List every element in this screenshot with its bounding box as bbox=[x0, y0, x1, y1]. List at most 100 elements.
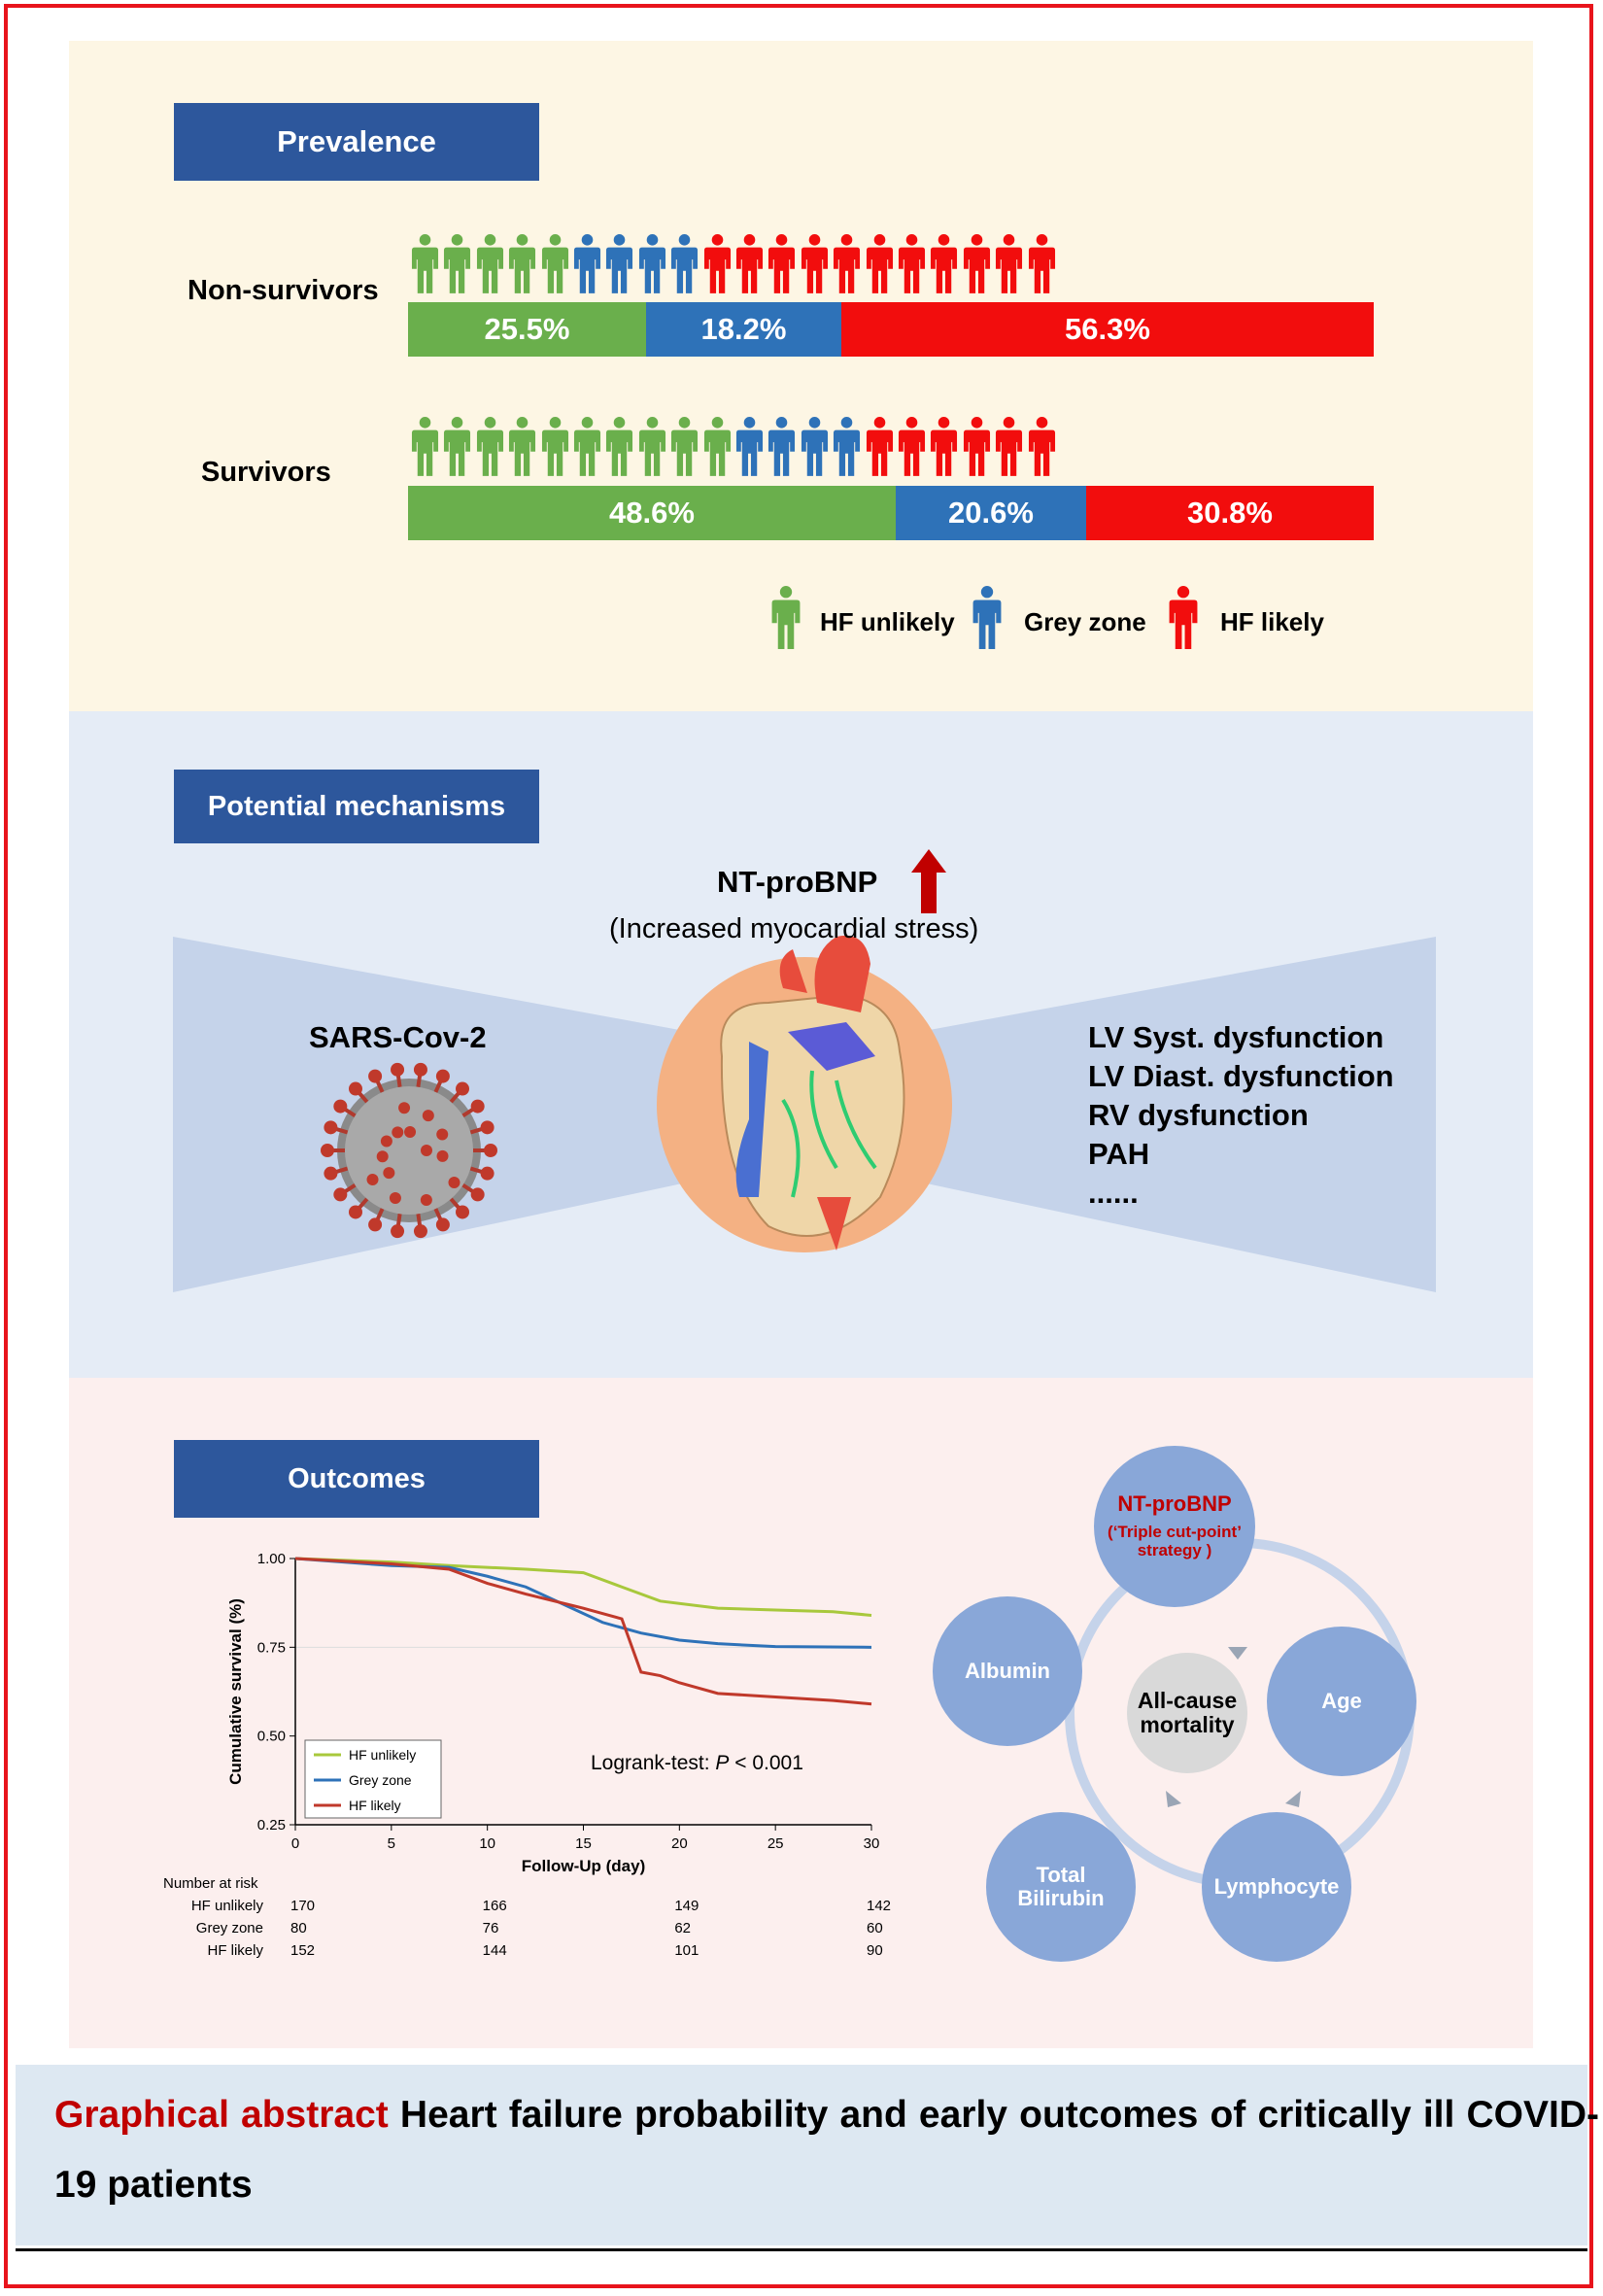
virus-spike-head bbox=[321, 1144, 334, 1157]
legend-label: HF unlikely bbox=[349, 1747, 416, 1763]
person-icon bbox=[638, 416, 666, 481]
risk-table-title: Number at risk bbox=[163, 1875, 258, 1892]
non-survivors-hf-likely-bar: 56.3% bbox=[841, 302, 1374, 357]
up-arrow-icon bbox=[911, 849, 946, 913]
risk-cell: 170 bbox=[290, 1898, 316, 1914]
risk-cell: 149 bbox=[674, 1898, 699, 1914]
virus-icon bbox=[337, 1079, 481, 1222]
x-tick-label: 25 bbox=[767, 1835, 784, 1852]
legend-grey-zone-label: Grey zone bbox=[1024, 607, 1146, 636]
person-icon bbox=[638, 233, 666, 298]
person-icon bbox=[573, 233, 601, 298]
nt-probnp-node-sub: (‘Triple cut-point’ strategy ) bbox=[1108, 1523, 1242, 1560]
person-icon bbox=[898, 233, 926, 298]
myocardial-stress-label: (Increased myocardial stress) bbox=[609, 913, 979, 944]
virus-spike-head bbox=[348, 1081, 362, 1096]
virus-surface-spot bbox=[420, 1193, 432, 1206]
virus-spikes bbox=[321, 1062, 497, 1239]
risk-cell: 101 bbox=[674, 1942, 699, 1959]
person-icon bbox=[605, 416, 633, 481]
outer-frame bbox=[4, 4, 1593, 2288]
person-icon bbox=[735, 416, 764, 481]
series-line bbox=[294, 1557, 872, 1617]
virus-spike-head bbox=[435, 1069, 450, 1083]
y-axis-label: Cumulative survival (%) bbox=[226, 1598, 245, 1785]
virus-surface-spot bbox=[392, 1126, 404, 1139]
virus-spike-head bbox=[368, 1069, 383, 1083]
survivors-hf-unlikely-bar: 48.6% bbox=[408, 486, 896, 540]
virus-surface-spot bbox=[448, 1176, 460, 1188]
risk-cell: 76 bbox=[482, 1920, 499, 1936]
y-tick-label: 0.75 bbox=[257, 1639, 286, 1656]
person-icon bbox=[898, 416, 926, 481]
person-icon bbox=[801, 233, 829, 298]
x-tick-label: 15 bbox=[575, 1835, 592, 1852]
logrank-value: < 0.001 bbox=[729, 1752, 803, 1774]
risk-cell: 90 bbox=[867, 1942, 883, 1959]
survivors-label: Survivors bbox=[201, 457, 331, 488]
y-tick-label: 0.50 bbox=[257, 1729, 286, 1745]
albumin-node: Albumin bbox=[933, 1596, 1082, 1746]
person-icon bbox=[670, 416, 699, 481]
person-icon bbox=[573, 416, 601, 481]
risk-cell: 80 bbox=[290, 1920, 307, 1936]
virus-surface-spot bbox=[366, 1173, 379, 1185]
x-axis-label: Follow-Up (day) bbox=[522, 1857, 645, 1875]
person-icon bbox=[411, 416, 439, 481]
virus-surface-spot bbox=[404, 1126, 417, 1139]
virus-surface-spot bbox=[436, 1128, 449, 1141]
virus-spike-head bbox=[391, 1062, 405, 1077]
person-icon bbox=[963, 416, 991, 481]
person-icon bbox=[930, 416, 958, 481]
legend-hf-unlikely-label: HF unlikely bbox=[820, 607, 955, 636]
nt-probnp-node: NT-proBNP (‘Triple cut-point’ strategy ) bbox=[1094, 1446, 1255, 1607]
person-icon bbox=[995, 233, 1023, 298]
risk-cell: 166 bbox=[482, 1898, 507, 1914]
person-icon bbox=[541, 233, 569, 298]
person-icon bbox=[767, 233, 796, 298]
virus-surface-spot bbox=[380, 1135, 392, 1148]
mechanism-item-4: PAH bbox=[1088, 1137, 1150, 1171]
risk-cell: 142 bbox=[867, 1898, 892, 1914]
virus-surface-spot bbox=[436, 1149, 449, 1162]
y-tick-label: 0.25 bbox=[257, 1817, 286, 1833]
person-icon bbox=[476, 416, 504, 481]
virus-spike-head bbox=[348, 1205, 362, 1219]
person-icon bbox=[930, 233, 958, 298]
virus-spike-head bbox=[413, 1062, 427, 1077]
person-icon bbox=[801, 416, 829, 481]
person-icon bbox=[833, 416, 861, 481]
person-icon bbox=[735, 233, 764, 298]
person-icon bbox=[1028, 416, 1056, 481]
survivors-hf-likely-bar: 30.8% bbox=[1086, 486, 1374, 540]
person-icon bbox=[866, 233, 894, 298]
risk-row-label: HF likely bbox=[207, 1942, 263, 1959]
virus-spike-head bbox=[456, 1081, 470, 1096]
virus-spike-head bbox=[413, 1224, 427, 1239]
mechanism-item-3: RV dysfunction bbox=[1088, 1098, 1309, 1132]
nt-probnp-node-label: NT-proBNP bbox=[1117, 1491, 1232, 1517]
non-survivors-label: Non-survivors bbox=[188, 275, 379, 306]
footer-caption: Graphical abstract Heart failure probabi… bbox=[16, 2065, 1599, 2245]
mechanisms-header: Potential mechanisms bbox=[174, 770, 539, 843]
risk-cell: 144 bbox=[482, 1942, 507, 1959]
virus-spike-head bbox=[333, 1099, 348, 1114]
age-node: Age bbox=[1267, 1627, 1416, 1776]
footer-title: Graphical abstract Heart failure probabi… bbox=[54, 2080, 1599, 2220]
legend-label: HF likely bbox=[349, 1798, 401, 1813]
logrank-annotation: Logrank-test: P < 0.001 bbox=[591, 1752, 803, 1775]
x-tick-label: 30 bbox=[864, 1835, 880, 1852]
virus-spike-head bbox=[480, 1166, 495, 1181]
lymphocyte-node: Lymphocyte bbox=[1202, 1812, 1351, 1962]
virus-spike-head bbox=[484, 1144, 497, 1157]
virus-surface-spot bbox=[422, 1110, 434, 1122]
non-survivors-hf-unlikely-bar: 25.5% bbox=[408, 302, 646, 357]
logrank-text: Logrank-test: bbox=[591, 1752, 716, 1774]
virus-spike-head bbox=[333, 1187, 348, 1202]
person-icon bbox=[995, 416, 1023, 481]
series-line bbox=[294, 1557, 872, 1706]
legend-label: Grey zone bbox=[349, 1772, 412, 1788]
nt-probnp-label: NT-proBNP bbox=[717, 865, 878, 899]
mechanism-item-5: ...... bbox=[1088, 1176, 1139, 1210]
